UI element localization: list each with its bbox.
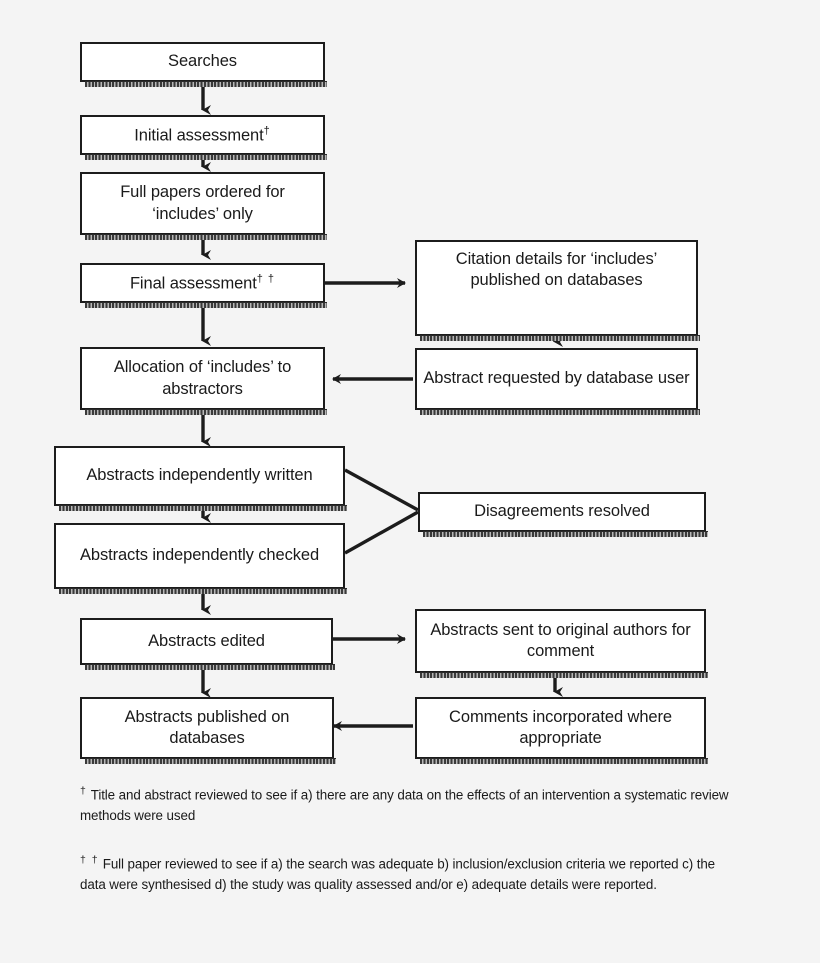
edge-written-disagreements <box>344 468 419 512</box>
node-allocation-includes[interactable]: Allocation of ‘includes’ to abstractors <box>80 347 327 415</box>
node-allocation-includes-label: Allocation of ‘includes’ to abstractors <box>113 358 292 398</box>
dagger-marker-double: † † <box>256 272 276 285</box>
node-final-assessment[interactable]: Final assessment† † <box>80 263 327 308</box>
node-abstracts-written-label: Abstracts independently written <box>86 466 313 485</box>
node-abstracts-published[interactable]: Abstracts published on databases <box>80 697 336 764</box>
node-abstracts-edited[interactable]: Abstracts edited <box>80 618 335 670</box>
node-disagreements-resolved[interactable]: Disagreements resolved <box>418 492 708 537</box>
footnote-single-dagger: † Title and abstract reviewed to see if … <box>80 784 740 826</box>
footnote-double-dagger-text: Full paper reviewed to see if a) the sea… <box>80 856 716 892</box>
node-abstracts-written[interactable]: Abstracts independently written <box>54 446 347 511</box>
node-comments-incorporated-label: Comments incorporated where appropriate <box>449 707 672 747</box>
node-searches-label: Searches <box>168 52 237 71</box>
node-full-papers-ordered-label: Full papers ordered for ‘includes’ only <box>120 183 285 223</box>
node-abstracts-checked[interactable]: Abstracts independently checked <box>54 523 347 594</box>
node-citation-details[interactable]: Citation details for ‘includes’ publishe… <box>415 240 700 341</box>
node-abstract-requested-label: Abstract requested by database user <box>423 369 690 388</box>
node-comments-incorporated[interactable]: Comments incorporated where appropriate <box>415 697 708 764</box>
node-abstract-requested[interactable]: Abstract requested by database user <box>415 348 700 415</box>
node-initial-assessment[interactable]: Initial assessment† <box>80 115 327 160</box>
footnote-double-dagger: † † Full paper reviewed to see if a) the… <box>80 853 740 895</box>
edge-checked-disagreements <box>344 510 419 555</box>
node-disagreements-resolved-label: Disagreements resolved <box>474 502 650 521</box>
node-searches[interactable]: Searches <box>80 42 327 87</box>
dagger-marker-single: † <box>263 124 271 137</box>
footnote-marker-double: † † <box>80 854 100 866</box>
footnote-marker-single: † <box>80 785 88 797</box>
node-sent-to-authors-label: Abstracts sent to original authors for c… <box>430 620 691 660</box>
node-full-papers-ordered[interactable]: Full papers ordered for ‘includes’ only <box>80 172 327 240</box>
node-initial-assessment-label: Initial assessment <box>134 126 264 145</box>
node-abstracts-checked-label: Abstracts independently checked <box>79 546 320 565</box>
node-abstracts-published-label: Abstracts published on databases <box>124 707 290 747</box>
node-citation-details-label: Citation details for ‘includes’ publishe… <box>455 250 658 290</box>
node-abstracts-edited-label: Abstracts edited <box>148 631 265 650</box>
node-final-assessment-label: Final assessment <box>129 274 257 293</box>
footnote-single-dagger-text: Title and abstract reviewed to see if a)… <box>80 787 729 823</box>
node-sent-to-authors[interactable]: Abstracts sent to original authors for c… <box>415 609 708 678</box>
